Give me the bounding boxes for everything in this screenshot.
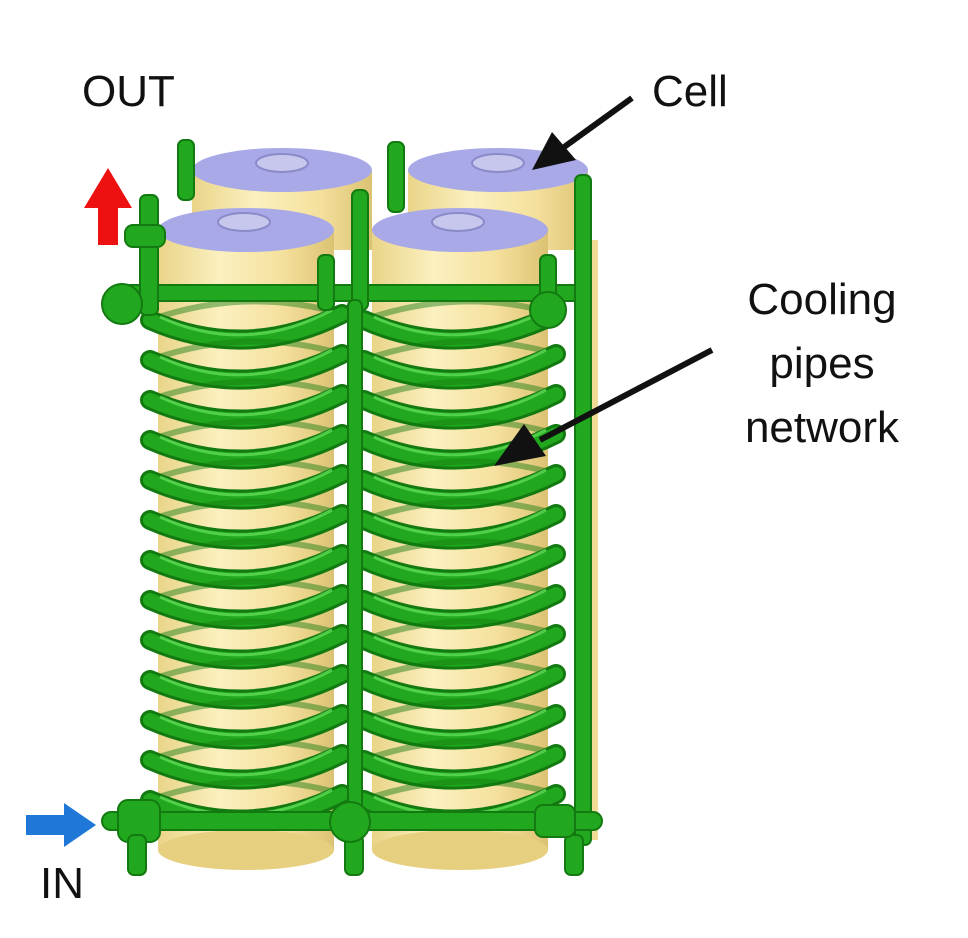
coil-highlight [373, 508, 547, 537]
coil-turn [357, 747, 563, 787]
coil-highlight [159, 508, 333, 537]
coil-back-segment [362, 618, 557, 643]
coil-turn [143, 387, 349, 427]
coil-back-segment [148, 618, 343, 643]
cooling-pipe-manifold [101, 139, 603, 876]
coil-turn [357, 467, 563, 507]
coil-turn [143, 667, 349, 707]
coil-turn [357, 307, 563, 347]
coil-back-segment [362, 698, 557, 723]
coil-back-segment [148, 458, 343, 483]
coil-back-segment [148, 578, 343, 603]
coil-back-segment [362, 538, 557, 563]
coil-back-segment [362, 658, 557, 683]
coil-highlight [373, 668, 547, 697]
out-label: OUT [82, 67, 175, 116]
coil-back-segment [362, 578, 557, 603]
coil-turn [143, 307, 349, 347]
cooling-label-line3: network [745, 403, 900, 452]
coil-highlight [373, 468, 547, 497]
coil-turn [357, 387, 563, 427]
arrow-right-icon [26, 803, 96, 847]
coil-highlight [373, 348, 547, 377]
coil-highlight [159, 588, 333, 617]
coil-highlight [159, 548, 333, 577]
coil-highlight [159, 628, 333, 657]
coil-back-segment [362, 418, 557, 443]
coil-highlight [159, 348, 333, 377]
coil-back-segment [148, 378, 343, 403]
coil-turn [357, 547, 563, 587]
coil-turn [357, 587, 563, 627]
coil-back-segment [148, 738, 343, 763]
coil-highlight [373, 388, 547, 417]
coil-turn [357, 707, 563, 747]
coil-back-segment [362, 338, 557, 363]
coil-turn [143, 507, 349, 547]
coil-highlight [373, 548, 547, 577]
cooling-label-line2: pipes [769, 339, 874, 388]
coil-turn [143, 427, 349, 467]
coil-highlight [159, 708, 333, 737]
coil-back-segment [362, 738, 557, 763]
coil-turn [143, 707, 349, 747]
coil-back-segment [362, 778, 557, 803]
pointer-arrow-icon [532, 95, 634, 170]
coil-turn [143, 747, 349, 787]
pointer-arrow-icon [494, 347, 714, 466]
coil-back-segment [148, 538, 343, 563]
coil-back-segment [148, 658, 343, 683]
coil-back-segment [148, 698, 343, 723]
coil-highlight [373, 308, 547, 337]
coil-highlight [159, 748, 333, 777]
coil-highlight [159, 388, 333, 417]
coil-back-segment [362, 498, 557, 523]
coil-turn [357, 347, 563, 387]
coil-back-segment [362, 458, 557, 483]
coil-back-segment [148, 498, 343, 523]
coil-highlight [159, 468, 333, 497]
coil-turn [143, 587, 349, 627]
coil-turn [357, 507, 563, 547]
coil-highlight [373, 748, 547, 777]
coil-highlight [373, 588, 547, 617]
coil-highlight [159, 308, 333, 337]
coil-turn [357, 667, 563, 707]
coil-back-segment [148, 778, 343, 803]
coil-back-segment [148, 418, 343, 443]
coil-back-segment [148, 338, 343, 363]
coil-turn [143, 547, 349, 587]
cooling-pipes-network-label: Cooling pipes network [745, 275, 900, 452]
cell-label: Cell [652, 67, 728, 116]
coil-highlight [159, 668, 333, 697]
cooling-pipe-coils [140, 298, 566, 830]
cooling-label-line1: Cooling [747, 275, 896, 324]
coil-highlight [373, 708, 547, 737]
arrow-up-icon [84, 168, 132, 245]
coil-highlight [159, 428, 333, 457]
in-label: IN [40, 859, 84, 908]
coil-turn [143, 347, 349, 387]
coil-turn [143, 467, 349, 507]
coil-turn [357, 627, 563, 667]
coil-highlight [373, 628, 547, 657]
coil-back-segment [362, 378, 557, 403]
coil-turn [143, 627, 349, 667]
